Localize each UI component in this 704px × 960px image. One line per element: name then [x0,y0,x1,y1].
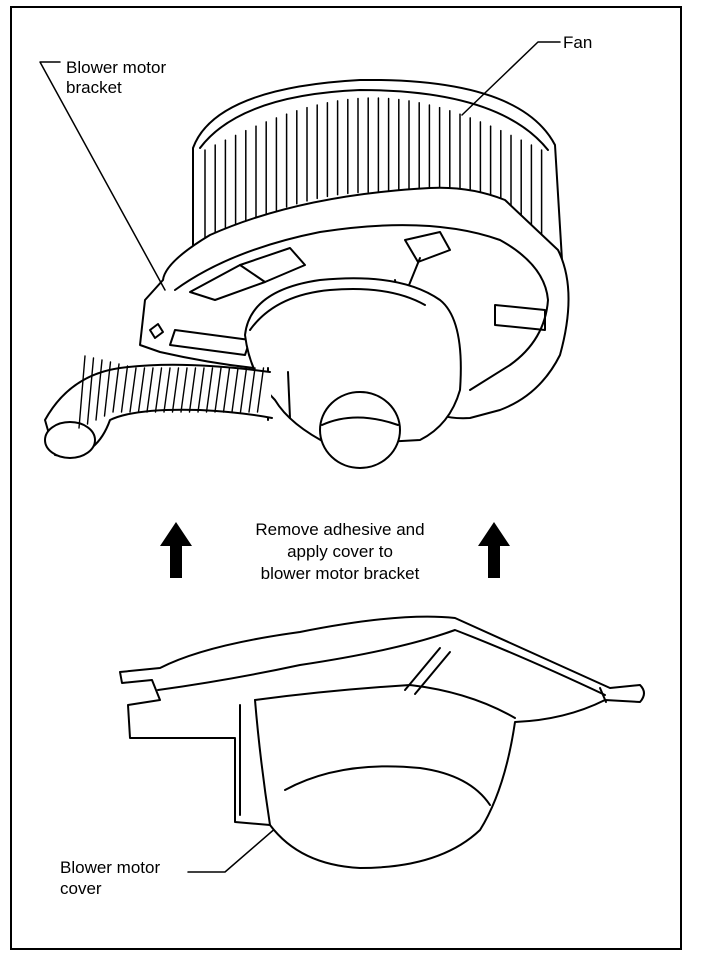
hose-rib [222,367,231,413]
blower-motor-cover-drawing [119,615,645,869]
up-arrow-icon [160,522,192,578]
hose-rib [154,367,163,413]
hose-rib [86,357,95,425]
hose-rib [146,367,154,413]
cover-label-line2: cover [60,879,102,898]
bracket-label-line1: Blower motor [66,58,167,77]
hose-rib [197,367,205,413]
hose-rib [171,367,180,413]
hose-rib [248,367,256,413]
bracket-label-line2: bracket [66,78,122,97]
bracket-leader-line [39,61,166,291]
hose-rib [231,367,239,413]
hose-rib [205,367,214,413]
fan-leader-line [461,41,561,116]
fan-label: Fan [563,33,593,52]
hose-rib [180,367,188,413]
hose-rib [120,365,129,413]
hose-rib [214,367,222,413]
cover-label-line1: Blower motor [60,858,161,877]
hose-rib [95,359,103,421]
hose-rib [103,361,112,417]
hose-rib [256,367,265,413]
instruction-line1: Remove adhesive and [255,520,425,539]
hose-rib [78,355,86,429]
hose-rib [239,367,248,413]
cover-leader-line [187,819,286,873]
hose-drawing [44,355,273,459]
hose-rib [129,367,137,413]
hose-rib [112,363,120,413]
hose-rib [188,367,197,413]
up-arrow-icon [478,522,510,578]
instruction-line2: apply cover to [287,542,393,561]
blower-motor-bracket-drawing [139,186,570,469]
instruction-line3: blower motor bracket [260,564,420,583]
hose-rib [137,367,146,413]
hose-rib [163,367,171,413]
